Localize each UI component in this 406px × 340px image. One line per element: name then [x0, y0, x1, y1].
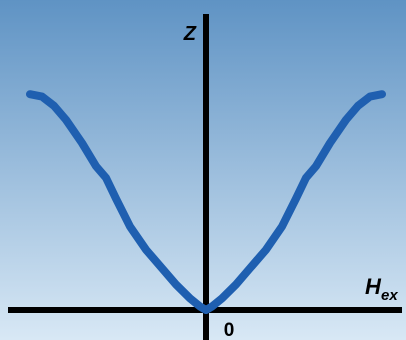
x-tick-label-0: 0 [224, 320, 235, 340]
series-line-0 [26, 90, 386, 314]
x-axis-label-subscript: ex [381, 287, 398, 304]
x-axis-label: H [365, 274, 382, 299]
series-layer [26, 90, 386, 314]
y-axis-label: Z [183, 23, 197, 45]
